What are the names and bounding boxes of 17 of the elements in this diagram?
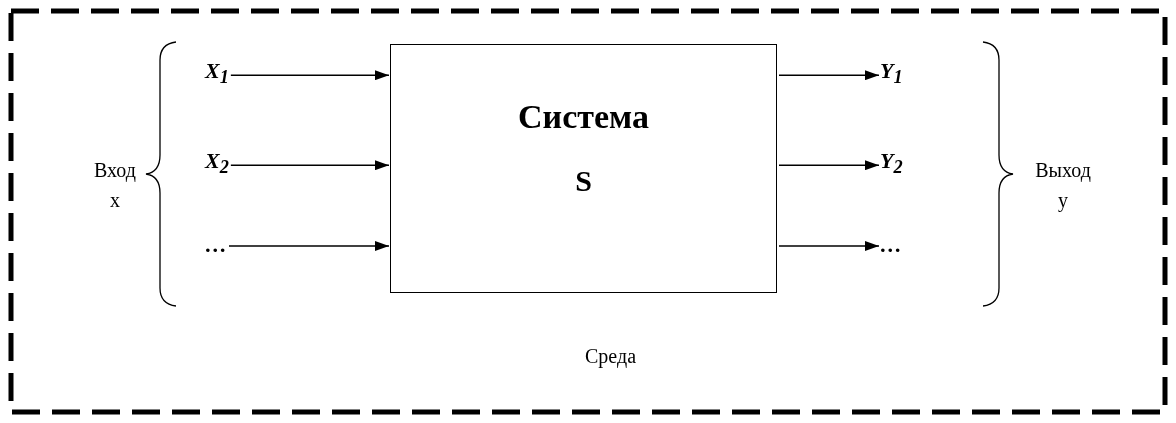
- signal-label: X$_{2}$: [205, 148, 229, 181]
- environment-boundary: [8, 8, 1168, 415]
- arrow: [778, 241, 880, 251]
- arrow: [230, 160, 390, 171]
- signal-label: Y$_{2}$: [880, 148, 903, 181]
- arrow: [778, 160, 880, 171]
- system-box: Система S: [390, 44, 777, 293]
- signal-label: X$_{1}$: [205, 58, 229, 91]
- signal-label: …: [205, 232, 227, 258]
- arrow: [230, 70, 390, 81]
- signal-label: …: [880, 232, 902, 258]
- side-label: Вход x: [94, 158, 136, 213]
- signal-label: Y$_{1}$: [880, 58, 903, 91]
- arrow: [778, 70, 880, 81]
- side-label: Выход y: [1035, 158, 1091, 214]
- environment-label: Среда: [585, 345, 636, 368]
- arrow: [228, 241, 390, 251]
